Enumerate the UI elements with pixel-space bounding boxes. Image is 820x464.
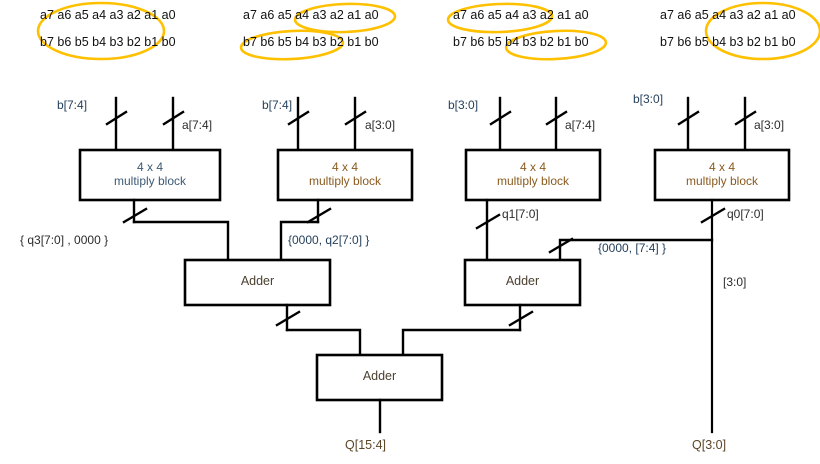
bus-label-q2-concat: {0000, q2[7:0] } [288,233,370,247]
mul-2-caption: 4 x 4 multiply block [278,160,412,188]
bit-row-b-group2: b7 b6 b5 b4 b3 b2 b1 b0 [243,35,379,49]
input-label-mul3-b: b[7:4] [57,98,88,112]
ellipse-group2-a [293,2,397,34]
bit-row-b-group3: b7 b6 b5 b4 b3 b2 b1 b0 [453,35,589,49]
mul-0-line1: 4 x 4 [708,160,735,174]
slash-out-mul2 [306,207,332,224]
slash-out-mul0 [700,207,726,224]
input-label-mul3-a: a[7:4] [182,118,213,132]
bit-row-a-group3: a7 a6 a5 a4 a3 a2 a1 a0 [453,8,589,22]
slash-b-mul3 [105,110,128,126]
slash-adderright-in-b [548,237,574,254]
mul-1-line2: multiply block [496,174,570,188]
input-label-mul2-a: a[3:0] [365,118,396,132]
slash-adderright-out [508,310,534,327]
adder-right-label: Adder [505,274,540,288]
bit-row-a-group2: a7 a6 a5 a4 a3 a2 a1 a0 [243,8,379,22]
block-mul-2 [276,148,414,202]
route-mul3-to-adderleft [132,220,230,262]
slash-adderleft-out [275,310,301,327]
slash-a-mul1 [545,110,568,126]
ellipse-group4 [704,1,820,61]
slash-b-mul1 [489,110,512,126]
mul-2-line2: multiply block [308,174,382,188]
slash-out-mul1 [475,213,501,230]
bus-label-q1: q1[7:0] [502,207,539,221]
route-adderleft-to-bottom [285,328,362,357]
slash-a-mul0 [734,110,757,126]
mul-0-line2: multiply block [685,174,759,188]
ellipse-group3-b [504,29,608,61]
bit-row-a-group1: a7 a6 a5 a4 a3 a2 a1 a0 [40,8,176,22]
slash-a-mul3 [162,110,185,126]
input-label-mul1-b: b[3:0] [448,98,479,112]
adder-left-label: Adder [240,274,275,288]
block-adder-right [463,258,582,307]
input-label-mul0-a: a[3:0] [754,118,785,132]
mul-1-line1: 4 x 4 [519,160,546,174]
block-mul-1 [464,148,602,202]
block-mul-0 [653,148,791,202]
output-label-low: Q[3:0] [692,438,727,452]
block-adder-left [183,258,332,307]
route-mul2-to-adderleft [279,220,320,262]
block-mul-3 [78,148,222,202]
bit-row-b-group1: b7 b6 b5 b4 b3 b2 b1 b0 [40,35,176,49]
mul-2-line1: 4 x 4 [331,160,358,174]
ellipse-group3-a [446,2,554,34]
mul-3-caption: 4 x 4 multiply block [80,160,220,188]
bit-row-b-group4: b7 b6 b5 b4 b3 b2 b1 b0 [660,35,796,49]
mul-0-caption: 4 x 4 multiply block [655,160,789,188]
slash-out-mul3 [122,207,148,224]
slash-b-mul0 [677,110,700,126]
input-label-mul1-a: a[7:4] [565,118,596,132]
ellipse-group2-b [239,29,345,61]
bit-row-a-group4: a7 a6 a5 a4 a3 a2 a1 a0 [660,8,796,22]
bus-label-q0: q0[7:0] [727,207,764,221]
slash-a-mul2 [344,110,367,126]
input-label-mul0-b: b[3:0] [633,92,664,106]
slash-b-mul2 [287,110,310,126]
bus-label-q3-concat: { q3[7:0] , 0000 } [20,233,109,247]
adder-bottom-label: Adder [362,369,397,383]
mul-3-line1: 4 x 4 [136,160,163,174]
bus-label-upper-nibble: {0000, [7:4] } [598,241,667,255]
mul-1-caption: 4 x 4 multiply block [466,160,600,188]
route-adderright-to-bottom [401,328,522,357]
route-q0-to-adderright [558,238,714,262]
ellipse-group1 [36,1,166,61]
input-label-mul2-b: b[7:4] [262,98,293,112]
output-label-main: Q[15:4] [345,438,386,452]
bus-label-low-nibble: [3:0] [723,275,747,289]
mul-3-line2: multiply block [113,174,187,188]
